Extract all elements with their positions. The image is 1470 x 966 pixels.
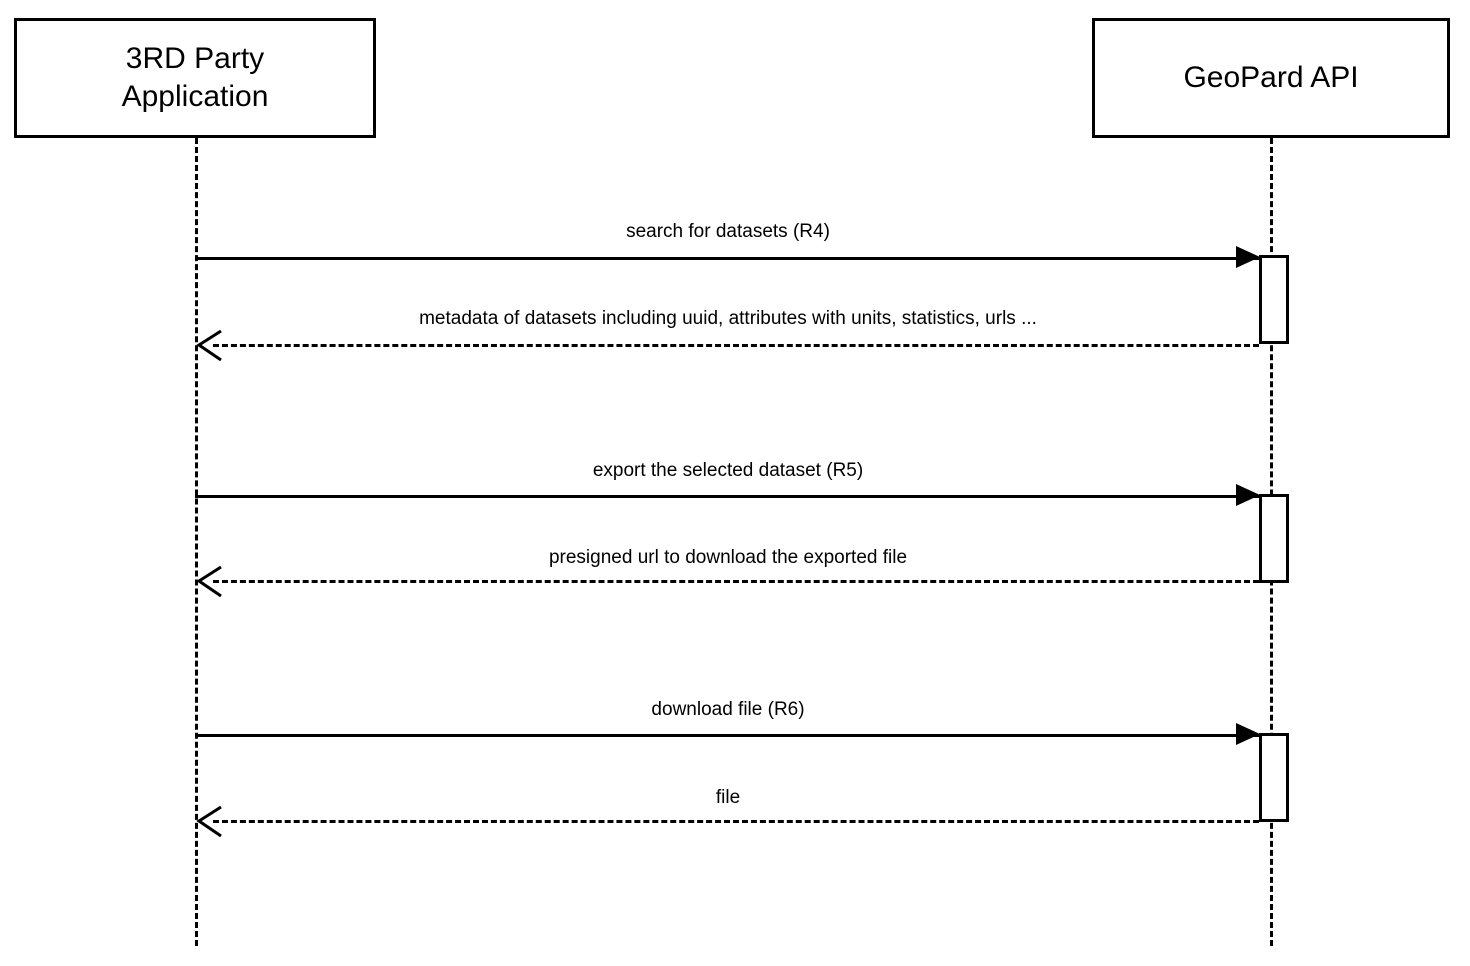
arrowhead-open-m4 xyxy=(196,565,222,599)
message-line-m3 xyxy=(195,495,1259,498)
arrowhead-open-m2 xyxy=(196,329,222,363)
message-label-m1: search for datasets (R4) xyxy=(626,221,830,242)
arrowhead-filled-m3 xyxy=(1236,484,1260,506)
activation-bar-3 xyxy=(1259,733,1289,822)
message-line-m1 xyxy=(195,257,1259,260)
message-label-m2: metadata of datasets including uuid, att… xyxy=(419,308,1037,329)
arrowhead-filled-m1 xyxy=(1236,246,1260,268)
message-line-m6 xyxy=(213,820,1259,823)
participant-box-third-party-application: 3RD Party Application xyxy=(14,18,376,138)
participant-box-geopard-api: GeoPard API xyxy=(1092,18,1450,138)
activation-bar-1 xyxy=(1259,255,1289,344)
message-line-m5 xyxy=(195,734,1259,737)
message-label-m3: export the selected dataset (R5) xyxy=(592,460,864,481)
message-line-m4 xyxy=(213,580,1259,583)
message-label-m4: presigned url to download the exported f… xyxy=(548,547,908,568)
message-line-m2 xyxy=(213,344,1259,347)
lifeline-third-party-application xyxy=(195,138,198,946)
arrowhead-filled-m5 xyxy=(1236,723,1260,745)
message-label-m6: file xyxy=(715,787,741,808)
arrowhead-open-m6 xyxy=(196,805,222,839)
message-label-m5: download file (R6) xyxy=(651,699,805,720)
activation-bar-2 xyxy=(1259,494,1289,583)
